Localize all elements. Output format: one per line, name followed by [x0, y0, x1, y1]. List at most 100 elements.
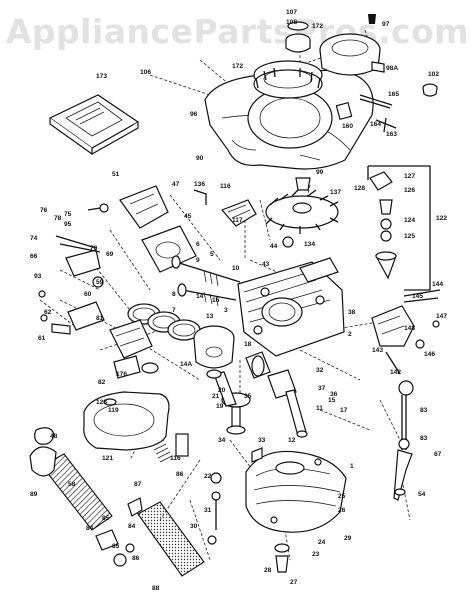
- callout: 143: [372, 347, 383, 354]
- callout: 43: [262, 261, 270, 268]
- callout: 142: [390, 369, 401, 376]
- callout: 44: [270, 243, 278, 250]
- callout: 98A: [386, 65, 398, 72]
- callout: 106: [140, 69, 151, 76]
- control-bracket: [371, 289, 441, 375]
- callout: 85: [102, 515, 110, 522]
- callout: 7: [172, 307, 176, 314]
- callout: 108: [286, 19, 297, 26]
- callout: 47: [172, 181, 180, 188]
- callout: 76: [40, 207, 48, 214]
- small-hardware-top: [335, 61, 438, 133]
- callout: 95: [64, 221, 72, 228]
- callout: 144: [432, 281, 443, 288]
- callout: 11: [316, 405, 323, 412]
- callout: 1: [350, 463, 354, 470]
- callout: 8: [172, 291, 176, 298]
- callout: 10: [232, 265, 240, 272]
- callout: 14A: [180, 361, 192, 368]
- callout: 176: [116, 371, 127, 378]
- cylinder-head-47: [87, 185, 169, 229]
- callout: 60: [84, 291, 92, 298]
- callout: 54: [418, 491, 426, 498]
- callout: 26: [338, 507, 346, 514]
- cylinder-gasket: [141, 225, 197, 273]
- callout: 69: [106, 251, 114, 258]
- callout: 37: [318, 385, 326, 392]
- callout: 36: [330, 391, 338, 398]
- callout: 87: [134, 481, 142, 488]
- callout: 70: [90, 245, 98, 252]
- callout: 19: [216, 403, 224, 410]
- cylinder-block: [237, 257, 345, 357]
- callout: 116: [170, 455, 181, 462]
- callout: 82: [98, 379, 106, 386]
- callout: 119: [108, 407, 119, 414]
- callout: 78: [54, 215, 62, 222]
- callout: 122: [436, 215, 447, 222]
- callout: 58: [68, 481, 76, 488]
- recoil-starter-top: [285, 14, 381, 76]
- callout: 17: [340, 407, 348, 414]
- callout: 33: [258, 437, 266, 444]
- callout: 128: [354, 185, 365, 192]
- callout: 48: [50, 433, 58, 440]
- callout: 32: [316, 367, 324, 374]
- callout: 25: [338, 493, 346, 500]
- callout: 75: [64, 211, 72, 218]
- callout: 86: [132, 555, 140, 562]
- choke-linkage: [38, 235, 105, 335]
- callout: 24: [318, 539, 326, 546]
- callout: 5: [210, 251, 214, 258]
- callout: 137: [330, 189, 341, 196]
- callout: 90: [196, 155, 204, 162]
- callout: 67: [434, 451, 442, 458]
- governor-spring: [95, 433, 189, 567]
- callout: 146: [424, 351, 435, 358]
- callout: 163: [386, 131, 397, 138]
- callout: 89: [30, 491, 38, 498]
- manual-part: [48, 94, 140, 156]
- flywheel-fan: [265, 177, 339, 248]
- callout: 126: [404, 187, 415, 194]
- callout: 84: [86, 525, 94, 532]
- callout: 165: [388, 91, 399, 98]
- callout: 160: [342, 123, 353, 130]
- callout: 16: [212, 297, 220, 304]
- fuel-pump-assembly: [367, 165, 431, 291]
- air-intake-hose: [29, 427, 113, 531]
- callout: 134: [304, 241, 315, 248]
- callout-labels: 107 108 172 97 102 172 98A 165 160 164 1…: [30, 9, 447, 592]
- callout: 173: [96, 73, 107, 80]
- callout: 145: [412, 293, 423, 300]
- callout: 93: [34, 273, 42, 280]
- callout: 31: [204, 507, 212, 514]
- callout: 85: [112, 543, 120, 550]
- callout: 164: [370, 121, 381, 128]
- callout: 15: [328, 397, 336, 404]
- callout: 23: [312, 551, 320, 558]
- callout: 61: [38, 335, 46, 342]
- muffler: [83, 391, 170, 451]
- callout: 6: [196, 241, 200, 248]
- callout: 28: [264, 567, 272, 574]
- callout: 107: [286, 9, 297, 16]
- callout: 124: [404, 217, 415, 224]
- callout: 29: [344, 535, 352, 542]
- crankshaft: [245, 351, 308, 438]
- callout: 27: [290, 579, 298, 586]
- callout: 97: [382, 21, 390, 28]
- callout: 9: [196, 257, 200, 264]
- callout: 147: [436, 313, 447, 320]
- callout: 34: [218, 437, 226, 444]
- callout: 30: [190, 523, 198, 530]
- engine-base: [245, 447, 347, 533]
- callout: 117: [232, 217, 243, 224]
- callout: 128: [96, 399, 107, 406]
- callout: 13: [206, 313, 214, 320]
- callout: 2: [348, 331, 352, 338]
- callout: 20: [218, 387, 226, 394]
- callout: 172: [312, 23, 323, 30]
